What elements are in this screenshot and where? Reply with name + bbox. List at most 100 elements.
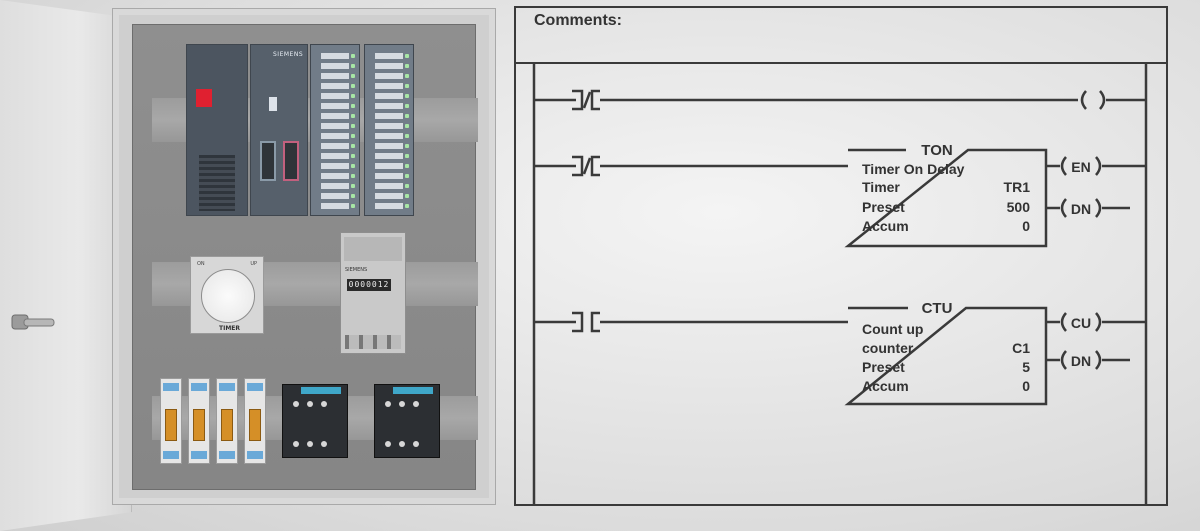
counter-brand: SIEMENS xyxy=(345,267,368,273)
normally-closed-contact-icon[interactable] xyxy=(572,89,584,111)
screw-icon xyxy=(385,441,391,447)
ctu-preset-label: Preset xyxy=(862,359,905,375)
io-led-icon xyxy=(405,94,409,98)
screw-icon xyxy=(321,401,327,407)
io-led-icon xyxy=(351,144,355,148)
io-channel-label xyxy=(375,123,403,129)
io-led-icon xyxy=(405,184,409,188)
normally-open-contact-icon[interactable] xyxy=(572,311,584,333)
relay-coil xyxy=(221,409,233,441)
ctu-block[interactable] xyxy=(844,306,1048,406)
relay-coil xyxy=(165,409,177,441)
relay-terminal xyxy=(191,451,207,459)
io-led-icon xyxy=(405,204,409,208)
io-led-icon xyxy=(351,104,355,108)
plc-cpu: SIEMENS xyxy=(250,44,308,216)
ctu-accum-label: Accum xyxy=(862,378,909,394)
io-channel-label xyxy=(321,163,349,169)
screw-icon xyxy=(321,441,327,447)
io-led-icon xyxy=(405,164,409,168)
relay-terminal xyxy=(163,383,179,391)
io-channel-label xyxy=(375,143,403,149)
io-channel-label xyxy=(375,113,403,119)
io-led-icon xyxy=(405,154,409,158)
relay xyxy=(160,378,182,464)
timer-on-label: ON xyxy=(197,261,205,267)
timer-relay: ON UP TIMER xyxy=(190,256,264,334)
io-led-icon xyxy=(351,184,355,188)
io-led-icon xyxy=(405,54,409,58)
io-led-icon xyxy=(405,134,409,138)
contactor-label xyxy=(301,387,341,394)
ctu-title: CTU xyxy=(922,300,953,317)
normally-closed-contact-icon[interactable] xyxy=(572,155,584,177)
ton-timer-label: Timer xyxy=(862,179,900,195)
io-led-icon xyxy=(351,64,355,68)
contactor xyxy=(374,384,440,458)
io-led-icon xyxy=(351,94,355,98)
io-channel-label xyxy=(321,113,349,119)
io-channel-label xyxy=(321,73,349,79)
ton-title: TON xyxy=(921,142,952,159)
io-led-icon xyxy=(405,194,409,198)
io-led-icon xyxy=(351,204,355,208)
ctu-line1: Count up xyxy=(862,321,923,337)
io-led-icon xyxy=(405,64,409,68)
io-led-icon xyxy=(405,74,409,78)
io-led-icon xyxy=(351,84,355,88)
io-channel-label xyxy=(321,143,349,149)
io-channel-label xyxy=(321,123,349,129)
ton-block[interactable] xyxy=(844,148,1048,248)
io-channel-label xyxy=(375,103,403,109)
screw-icon xyxy=(413,441,419,447)
screw-icon xyxy=(413,401,419,407)
ton-en-output[interactable]: EN xyxy=(1071,159,1090,175)
ton-line1: Timer On Delay xyxy=(862,161,965,177)
psu-vent xyxy=(199,155,235,211)
io-channel-label xyxy=(375,193,403,199)
io-channel-label xyxy=(321,153,349,159)
ctu-dn-output[interactable]: DN xyxy=(1071,353,1091,369)
relay-terminal xyxy=(247,451,263,459)
io-channel-label xyxy=(375,183,403,189)
comments-bar[interactable] xyxy=(514,6,1168,64)
psu-indicator xyxy=(196,89,212,107)
io-channel-label xyxy=(321,173,349,179)
ton-accum-value: 0 xyxy=(1022,218,1030,234)
ctu-preset-value: 5 xyxy=(1022,359,1030,375)
screw-icon xyxy=(307,441,313,447)
door-handle-icon[interactable] xyxy=(10,312,56,332)
io-channel-label xyxy=(321,83,349,89)
io-led-icon xyxy=(351,114,355,118)
io-channel-label xyxy=(375,53,403,59)
ctu-cu-output[interactable]: CU xyxy=(1071,315,1091,331)
io-channel-label xyxy=(321,53,349,59)
rung-2 xyxy=(534,155,1146,218)
io-channel-label xyxy=(375,163,403,169)
counter-terminals xyxy=(345,335,401,349)
io-led-icon xyxy=(351,54,355,58)
relay xyxy=(244,378,266,464)
counter-module: SIEMENS 0000012 xyxy=(340,232,406,354)
timer-up-label: UP xyxy=(250,261,257,267)
relay-terminal xyxy=(163,451,179,459)
ton-preset-value: 500 xyxy=(1007,199,1031,215)
io-channel-label xyxy=(375,63,403,69)
io-led-icon xyxy=(351,154,355,158)
io-channel-label xyxy=(375,173,403,179)
contactor xyxy=(282,384,348,458)
coil-icon[interactable] xyxy=(1080,90,1087,110)
timer-label: TIMER xyxy=(219,325,241,332)
plc-io-module xyxy=(364,44,414,216)
io-led-icon xyxy=(351,174,355,178)
screw-icon xyxy=(399,401,405,407)
relay xyxy=(216,378,238,464)
counter-top xyxy=(344,237,402,261)
cpu-port xyxy=(283,141,299,181)
io-channel-label xyxy=(375,133,403,139)
io-channel-label xyxy=(321,203,349,209)
ton-dn-output[interactable]: DN xyxy=(1071,201,1091,217)
relay-terminal xyxy=(219,451,235,459)
io-led-icon xyxy=(351,134,355,138)
